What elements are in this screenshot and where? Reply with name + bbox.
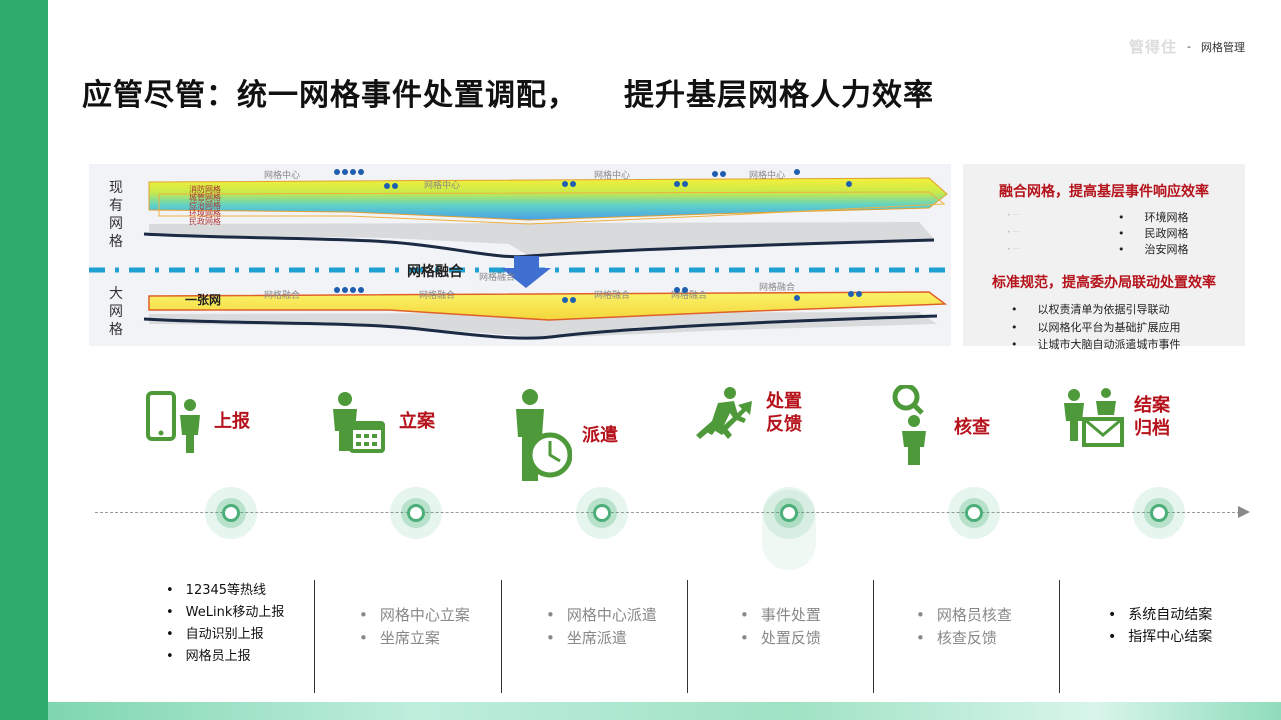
column-divider xyxy=(1059,580,1060,693)
register-items: 网格中心立案 坐席立案 xyxy=(359,604,470,650)
column-divider xyxy=(501,580,502,693)
benefit-heading-1: 融合网格，提高基层事件响应效率 xyxy=(999,184,1209,200)
list-item: 系统自动结案 xyxy=(1108,604,1212,626)
timeline-node[interactable] xyxy=(948,487,1000,539)
svg-text:格: 格 xyxy=(109,234,123,250)
top-center-label: 网格中心 xyxy=(264,169,300,181)
timeline-node[interactable] xyxy=(205,487,257,539)
top-center-label: 网格中心 xyxy=(594,169,630,181)
section-name: 网格管理 xyxy=(1201,40,1245,54)
layer-label: 环境网格 xyxy=(189,208,221,218)
close-items: 系统自动结案 指挥中心结案 xyxy=(1108,604,1212,648)
merge-label: 网格融合 xyxy=(407,263,464,280)
brand-logo: 管得住 xyxy=(1129,38,1178,56)
list-item: 网格员上报 xyxy=(166,646,284,668)
step-handle: 处置反馈 xyxy=(694,385,802,441)
page-title: 应管尽管：统一网格事件处置调配， 提升基层网格人力效率 xyxy=(82,70,934,114)
calendar-person-icon xyxy=(333,392,385,453)
step-label: 核查 xyxy=(954,416,990,438)
top-center-label: 网格中心 xyxy=(424,179,460,191)
step-report: 上报 xyxy=(146,385,250,457)
list-item: 网格中心派遣 xyxy=(546,604,657,627)
timeline-arrow xyxy=(1238,506,1250,518)
clock-person-icon xyxy=(516,389,572,481)
top-center-label: 网格中心 xyxy=(749,169,785,181)
list-item: 指挥中心结案 xyxy=(1108,626,1212,648)
side-accent-bar xyxy=(0,0,48,720)
bottom-decor-band xyxy=(48,702,1281,720)
list-item: 12345等热线 xyxy=(166,580,284,602)
step-label: 处置反馈 xyxy=(766,391,802,435)
bottom-center-label: 网格融合 xyxy=(759,281,795,293)
step-register: 立案 xyxy=(327,385,435,457)
svg-text:大: 大 xyxy=(109,286,123,302)
column-divider xyxy=(314,580,315,693)
benefits-panel: 融合网格，提高基层事件响应效率 • ···· • ···· • ···· 环境网… xyxy=(963,164,1245,351)
svg-text:现: 现 xyxy=(109,180,123,196)
process-timeline xyxy=(95,512,1240,513)
grid-merge-illustration: 现 有 网 格 消防网格 城管网格 综治网格 环境网格 民政网格 网格中心 网格… xyxy=(89,169,951,340)
phone-person-icon xyxy=(146,391,200,453)
layer-label: 综治网格 xyxy=(189,200,221,210)
list-item: 事件处置 xyxy=(740,604,821,627)
step-label: 立案 xyxy=(399,410,435,432)
norm-item: 以网格化平台为基础扩展应用 xyxy=(1011,319,1181,335)
bottom-center-label: 网格融合 xyxy=(594,289,630,301)
mail-people-icon xyxy=(1064,388,1124,447)
highlight-ghost xyxy=(762,490,816,570)
svg-text:有: 有 xyxy=(109,198,123,214)
step-dispatch: 派遣 xyxy=(508,385,618,485)
title-part1: 应管尽管：统一网格事件处置调配， xyxy=(82,78,578,113)
step-label: 上报 xyxy=(214,410,250,432)
grid-item: 治安网格 xyxy=(1118,241,1189,257)
list-item: 网格中心立案 xyxy=(359,604,470,627)
bottom-center-label: 网格融合 xyxy=(671,289,707,301)
benefit-heading-2: 标准规范，提高委办局联动处置效率 xyxy=(992,275,1216,291)
bottom-center-label: 网格融合 xyxy=(479,271,515,283)
bottom-center-label: 网格融合 xyxy=(419,289,455,301)
list-item: WeLink移动上报 xyxy=(166,602,285,624)
step-label: 派遣 xyxy=(582,424,618,446)
norm-item: 让城市大脑自动派遣城市事件 xyxy=(1011,336,1181,352)
title-part2: 提升基层网格人力效率 xyxy=(624,78,934,113)
svg-text:格: 格 xyxy=(109,322,123,338)
layer-label: 城管网格 xyxy=(189,192,221,202)
svg-text:网: 网 xyxy=(109,216,123,232)
column-divider xyxy=(873,580,874,693)
timeline-node[interactable] xyxy=(390,487,442,539)
grid-item: 环境网格 xyxy=(1118,209,1189,225)
list-item: 自动识别上报 xyxy=(166,624,284,646)
column-divider xyxy=(687,580,688,693)
list-item: 核查反馈 xyxy=(916,627,1012,650)
one-grid-label: 一张网 xyxy=(185,292,221,307)
dispatch-items: 网格中心派遣 坐席派遣 xyxy=(546,604,657,650)
grid-item: 民政网格 xyxy=(1118,225,1189,241)
timeline-node[interactable] xyxy=(763,487,815,539)
verify-items: 网格员核查 核查反馈 xyxy=(916,604,1012,650)
layer-label: 民政网格 xyxy=(189,216,221,226)
grid-merge-diagram: 现 有 网 格 消防网格 城管网格 综治网格 环境网格 民政网格 网格中心 网格… xyxy=(89,164,951,346)
svg-text:网: 网 xyxy=(109,304,123,320)
running-arrow-icon xyxy=(696,387,752,439)
step-close: 结案归档 xyxy=(1062,385,1170,449)
list-item: 坐席立案 xyxy=(359,627,470,650)
layer-label: 消防网格 xyxy=(189,184,221,194)
list-item: 网格员核查 xyxy=(916,604,1012,627)
brand-separator: - xyxy=(1187,40,1191,53)
magnifier-person-icon xyxy=(892,385,926,465)
handle-items: 事件处置 处置反馈 xyxy=(740,604,821,650)
list-item: 坐席派遣 xyxy=(546,627,657,650)
step-verify: 核查 xyxy=(886,385,990,469)
timeline-node[interactable] xyxy=(1133,487,1185,539)
norm-item: 以权责清单为依据引导联动 xyxy=(1011,301,1170,317)
step-label: 结案归档 xyxy=(1134,395,1170,439)
bottom-center-label: 网格融合 xyxy=(264,289,300,301)
brand-header: 管得住 - 网格管理 xyxy=(1129,36,1245,57)
report-channels: 12345等热线 WeLink移动上报 自动识别上报 网格员上报 xyxy=(166,580,285,668)
list-item: 处置反馈 xyxy=(740,627,821,650)
timeline-node[interactable] xyxy=(576,487,628,539)
